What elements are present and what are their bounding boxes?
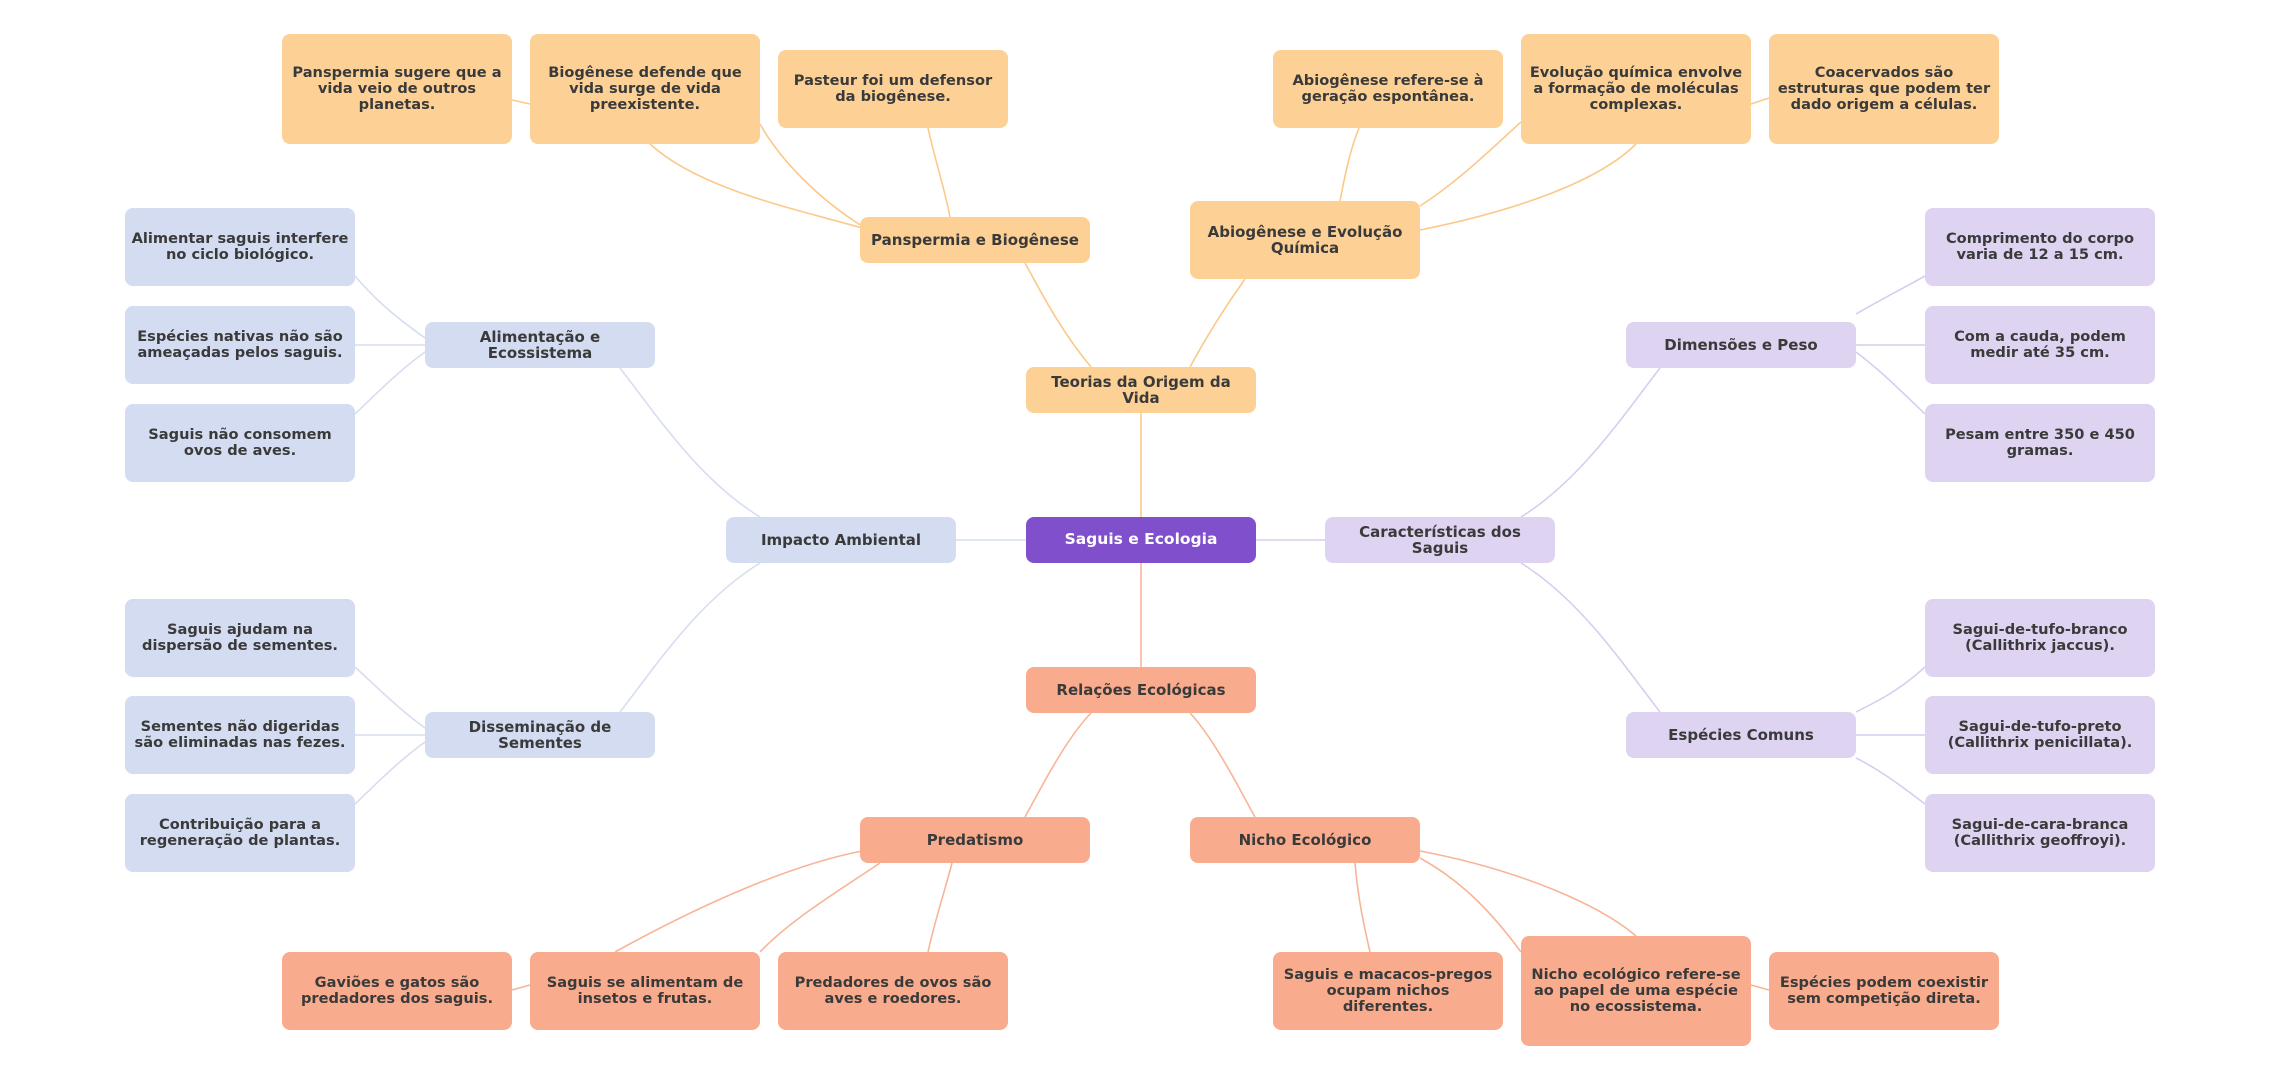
leaf-alimentar-saguis[interactable]: Alimentar saguis interfere no ciclo biol…: [125, 208, 355, 286]
edge-pred-leaf2: [759, 862, 881, 953]
leaf-tufo-preto[interactable]: Sagui-de-tufo-preto (Callithrix penicill…: [1925, 696, 2155, 774]
subbranch-panspermia-biogenese[interactable]: Panspermia e Biogênese: [860, 217, 1090, 263]
edge-caract-dimensoes: [1520, 367, 1661, 518]
leaf-especies-nativas[interactable]: Espécies nativas não são ameaçadas pelos…: [125, 306, 355, 384]
subbranch-alimentacao-ecossistema[interactable]: Alimentação e Ecossistema: [425, 322, 655, 368]
edge-impacto-disseminacao: [619, 562, 761, 713]
edge-teorias-panspermia: [1024, 262, 1092, 368]
edge-esp-leaf1: [1855, 666, 1926, 713]
edge-dim-leaf3: [1855, 351, 1926, 415]
leaf-peso[interactable]: Pesam entre 350 e 450 gramas.: [1925, 404, 2155, 482]
edge-panspermia-leaf1: [511, 99, 531, 105]
leaf-cara-branca[interactable]: Sagui-de-cara-branca (Callithrix geoffro…: [1925, 794, 2155, 872]
subbranch-disseminacao-sementes[interactable]: Disseminação de Sementes: [425, 712, 655, 758]
leaf-ovos-aves[interactable]: Saguis não consomem ovos de aves.: [125, 404, 355, 482]
leaf-biogenese[interactable]: Biogênese defende que vida surge de vida…: [530, 34, 760, 144]
branch-relacoes-ecologicas[interactable]: Relações Ecológicas: [1026, 667, 1256, 713]
leaf-comprimento-corpo[interactable]: Comprimento do corpo varia de 12 a 15 cm…: [1925, 208, 2155, 286]
leaf-coacervados[interactable]: Coacervados são estruturas que podem ter…: [1769, 34, 1999, 144]
leaf-panspermia[interactable]: Panspermia sugere que a vida veio de out…: [282, 34, 512, 144]
subbranch-nicho-ecologico[interactable]: Nicho Ecológico: [1190, 817, 1420, 863]
edge-pred-leaf1b: [511, 984, 531, 991]
leaf-sementes-fezes[interactable]: Sementes não digeridas são eliminadas na…: [125, 696, 355, 774]
edge-panspermia-biogenese: [649, 143, 863, 229]
subbranch-especies-comuns[interactable]: Espécies Comuns: [1626, 712, 1856, 758]
edge-relacoes-predatismo: [1024, 712, 1092, 818]
edge-abiogenese-leaf3: [1419, 143, 1637, 231]
leaf-predadores-ovos[interactable]: Predadores de ovos são aves e roedores.: [778, 952, 1008, 1030]
edge-esp-leaf3: [1855, 757, 1926, 805]
edge-pred-leaf1: [614, 850, 863, 953]
leaf-insetos-frutas[interactable]: Saguis se alimentam de insetos e frutas.: [530, 952, 760, 1030]
edge-nicho-leaf2: [1419, 857, 1522, 953]
edge-panspermia-pasteur: [927, 127, 951, 218]
leaf-coexistir[interactable]: Espécies podem coexistir sem competição …: [1769, 952, 1999, 1030]
leaf-macacos-pregos[interactable]: Saguis e macacos-pregos ocupam nichos di…: [1273, 952, 1503, 1030]
edge-impacto-alimentacao: [619, 367, 761, 518]
edge-abiogenese-leaf1: [1339, 127, 1360, 202]
edge-abiogenese-leaf2: [1419, 121, 1522, 207]
subbranch-abiogenese-evolucao[interactable]: Abiogênese e Evolução Química: [1190, 201, 1420, 279]
leaf-dispersao-sementes[interactable]: Saguis ajudam na dispersão de sementes.: [125, 599, 355, 677]
edge-nicho-leaf3: [1419, 850, 1637, 937]
leaf-nicho-definicao[interactable]: Nicho ecológico refere-se ao papel de um…: [1521, 936, 1751, 1046]
subbranch-predatismo[interactable]: Predatismo: [860, 817, 1090, 863]
leaf-pasteur[interactable]: Pasteur foi um defensor da biogênese.: [778, 50, 1008, 128]
branch-caracteristicas-saguis[interactable]: Características dos Saguis: [1325, 517, 1555, 563]
edge-abiogenese-leaf3b: [1750, 97, 1770, 105]
leaf-gavioes-gatos[interactable]: Gaviões e gatos são predadores dos sagui…: [282, 952, 512, 1030]
branch-teorias-origem-vida[interactable]: Teorias da Origem da Vida: [1026, 367, 1256, 413]
edge-nicho-leaf1: [1354, 862, 1371, 953]
edge-panspermia-biogenese2: [759, 123, 863, 227]
leaf-evolucao-quimica[interactable]: Evolução química envolve a formação de m…: [1521, 34, 1751, 144]
leaf-com-cauda[interactable]: Com a cauda, podem medir até 35 cm.: [1925, 306, 2155, 384]
edge-alim-leaf3: [354, 351, 426, 415]
leaf-tufo-branco[interactable]: Sagui-de-tufo-branco (Callithrix jaccus)…: [1925, 599, 2155, 677]
edge-alim-leaf1: [354, 275, 426, 339]
edge-relacoes-nicho: [1189, 712, 1256, 818]
edge-pred-leaf3: [927, 862, 953, 953]
edge-teorias-abiogenese: [1189, 278, 1246, 368]
root-node[interactable]: Saguis e Ecologia: [1026, 517, 1256, 563]
branch-impacto-ambiental[interactable]: Impacto Ambiental: [726, 517, 956, 563]
edge-dim-leaf1: [1855, 275, 1926, 315]
edge-caract-especies: [1520, 562, 1661, 713]
subbranch-dimensoes-peso[interactable]: Dimensões e Peso: [1626, 322, 1856, 368]
leaf-regeneracao-plantas[interactable]: Contribuição para a regeneração de plant…: [125, 794, 355, 872]
edge-nicho-leaf3b: [1750, 984, 1770, 991]
leaf-abiogenese[interactable]: Abiogênese refere-se à geração espontâne…: [1273, 50, 1503, 128]
edge-diss-leaf1: [354, 666, 426, 729]
edge-diss-leaf3: [354, 741, 426, 805]
